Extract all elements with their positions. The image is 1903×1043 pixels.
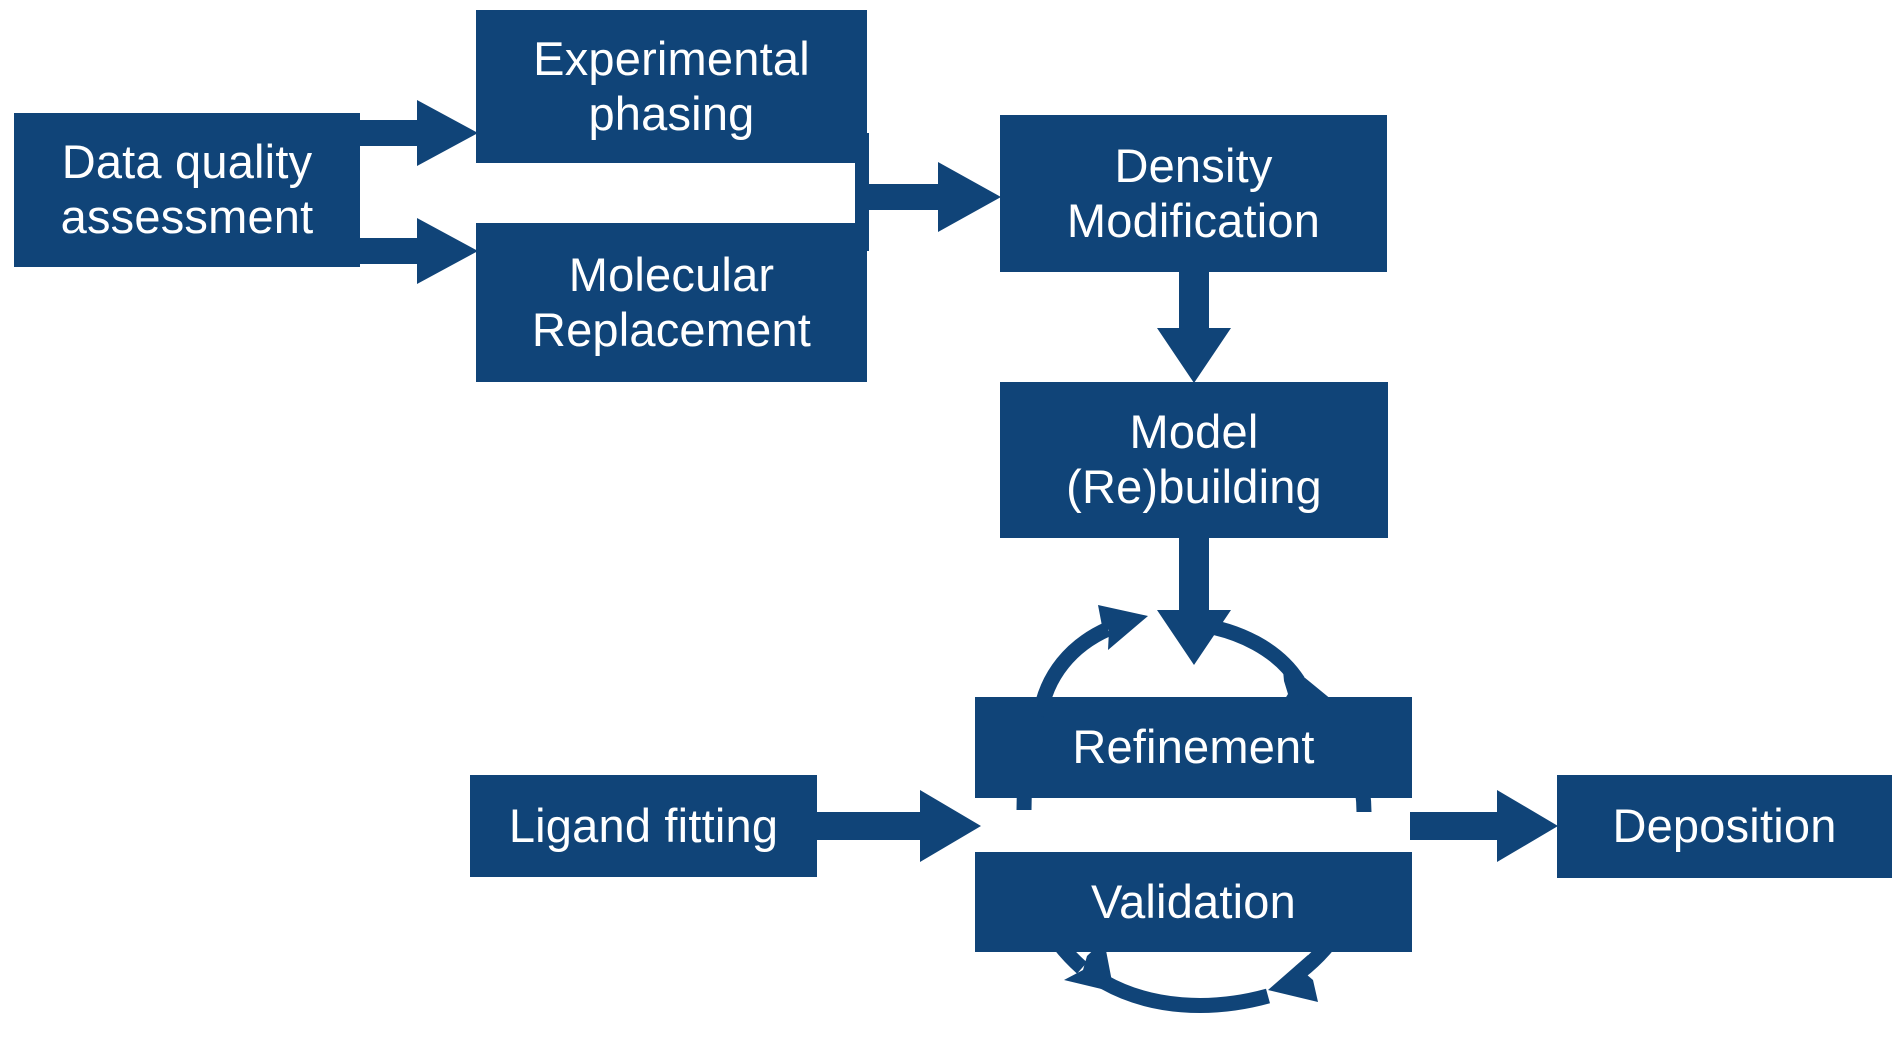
node-data-quality-assessment[interactable]: Data quality assessment xyxy=(14,113,360,267)
node-label: Data quality assessment xyxy=(60,135,314,243)
edge-data-quality-to-mol-replacement xyxy=(360,218,478,284)
node-validation[interactable]: Validation xyxy=(975,852,1412,952)
node-density-modification[interactable]: Density Modification xyxy=(1000,115,1387,272)
node-label: Ligand fitting xyxy=(508,798,779,852)
node-label: Density Modification xyxy=(1066,138,1321,247)
node-experimental-phasing[interactable]: Experimental phasing xyxy=(476,10,867,163)
node-label: Molecular Replacement xyxy=(531,247,812,356)
node-label: Refinement xyxy=(1072,720,1315,774)
node-label: Experimental phasing xyxy=(533,31,810,140)
node-molecular-replacement[interactable]: Molecular Replacement xyxy=(476,223,867,382)
node-deposition[interactable]: Deposition xyxy=(1557,775,1892,878)
edge-model-building-to-refinement xyxy=(1157,538,1231,665)
node-label: Model (Re)building xyxy=(1066,405,1322,513)
node-refinement[interactable]: Refinement xyxy=(975,697,1412,798)
edge-ligand-fitting-to-cycle xyxy=(817,790,981,862)
node-model-rebuilding[interactable]: Model (Re)building xyxy=(1000,382,1388,538)
edge-data-quality-to-exp-phasing xyxy=(360,100,478,166)
edge-cycle-to-deposition xyxy=(1410,790,1558,862)
node-ligand-fitting[interactable]: Ligand fitting xyxy=(470,775,817,877)
edge-density-mod-to-model-building xyxy=(1157,272,1231,383)
node-label: Validation xyxy=(1091,874,1296,928)
node-label: Deposition xyxy=(1612,799,1837,853)
edge-phasing-to-density-mod xyxy=(855,133,1001,251)
